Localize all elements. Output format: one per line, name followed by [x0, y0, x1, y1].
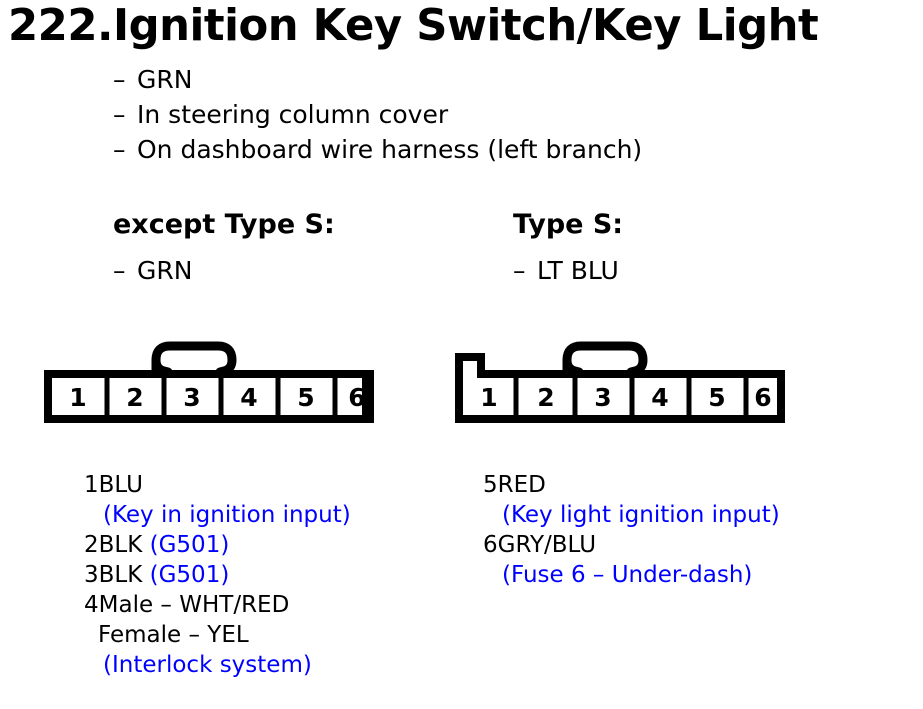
pin-label: 4Male – WHT/RED — [84, 592, 290, 618]
dash-icon: – — [113, 135, 126, 164]
type-s-value-row: –LT BLU — [513, 254, 623, 288]
except-type-s-value-row: –GRN — [113, 254, 335, 288]
pin-list-item: (Fuse 6 – Under-dash) — [483, 560, 780, 590]
pin-list-item: 2BLK (G501) — [84, 530, 351, 560]
pin-number-6: 6 — [754, 383, 771, 412]
pin-cells — [52, 378, 366, 415]
right-pin-list: 5RED (Key light ignition input) 6GRY/BLU… — [483, 470, 780, 590]
pin-list-item: 6GRY/BLU — [483, 530, 780, 560]
pin-cells — [463, 378, 777, 415]
pin-number-3: 3 — [594, 383, 611, 412]
intro-bullet-label: GRN — [137, 65, 193, 94]
dash-icon: – — [113, 100, 126, 129]
dash-icon: – — [113, 65, 126, 94]
page-title: 222.Ignition Key Switch/Key Light — [8, 0, 819, 51]
pin-note: (Interlock system) — [103, 652, 312, 678]
intro-bullet-label: In steering column cover — [137, 100, 449, 129]
pin-number-6: 6 — [348, 383, 365, 412]
pin-note: (Key in ignition input) — [103, 502, 351, 528]
intro-bullet-item: –In steering column cover — [113, 97, 642, 132]
pin-inline-note: (G501) — [149, 562, 230, 588]
pin-note: (Key light ignition input) — [502, 502, 780, 528]
pin-label: 5RED — [483, 472, 546, 498]
pin-list-item: (Key in ignition input) — [84, 500, 351, 530]
pin-list-item: (Interlock system) — [84, 650, 351, 680]
intro-bullet-list: –GRN –In steering column cover –On dashb… — [113, 62, 642, 167]
pin-list-item: Female – YEL — [84, 620, 351, 650]
pin-list-item: 1BLU — [84, 470, 351, 500]
intro-bullet-item: –GRN — [113, 62, 642, 97]
pin-number-1: 1 — [69, 383, 86, 412]
pin-list-item: (Key light ignition input) — [483, 500, 780, 530]
except-type-s-heading: except Type S: — [113, 209, 335, 240]
pin-list-item: 4Male – WHT/RED — [84, 590, 351, 620]
except-type-s-value: GRN — [137, 256, 193, 285]
left-pin-list: 1BLU (Key in ignition input) 2BLK (G501)… — [84, 470, 351, 680]
pin-inline-note: (G501) — [149, 532, 230, 558]
pin-number-4: 4 — [240, 383, 257, 412]
pin-number-5: 5 — [708, 383, 725, 412]
type-s-column: Type S: –LT BLU — [513, 208, 623, 288]
right-connector-diagram: 1 2 3 4 5 6 — [455, 325, 795, 429]
intro-bullet-item: –On dashboard wire harness (left branch) — [113, 132, 642, 167]
pin-number-1: 1 — [480, 383, 497, 412]
pin-number-3: 3 — [183, 383, 200, 412]
except-type-s-column: except Type S: –GRN — [113, 208, 335, 288]
pin-label: 1BLU — [84, 472, 143, 498]
pin-number-5: 5 — [297, 383, 314, 412]
type-s-value: LT BLU — [537, 256, 619, 285]
pin-list-item: 3BLK (G501) — [84, 560, 351, 590]
pin-label: 3BLK — [84, 562, 143, 588]
pin-number-2: 2 — [126, 383, 143, 412]
pin-number-2: 2 — [537, 383, 554, 412]
pin-list-item: 5RED — [483, 470, 780, 500]
pin-label: Female – YEL — [98, 622, 249, 648]
intro-bullet-label: On dashboard wire harness (left branch) — [137, 135, 643, 164]
type-s-heading: Type S: — [513, 209, 624, 240]
left-connector-diagram: 1 2 3 4 5 6 — [44, 325, 374, 429]
pin-label: 2BLK — [84, 532, 143, 558]
pin-note: (Fuse 6 – Under-dash) — [502, 562, 753, 588]
pin-number-4: 4 — [651, 383, 668, 412]
dash-icon: – — [513, 256, 526, 285]
dash-icon: – — [113, 256, 126, 285]
pin-label: 6GRY/BLU — [483, 532, 597, 558]
